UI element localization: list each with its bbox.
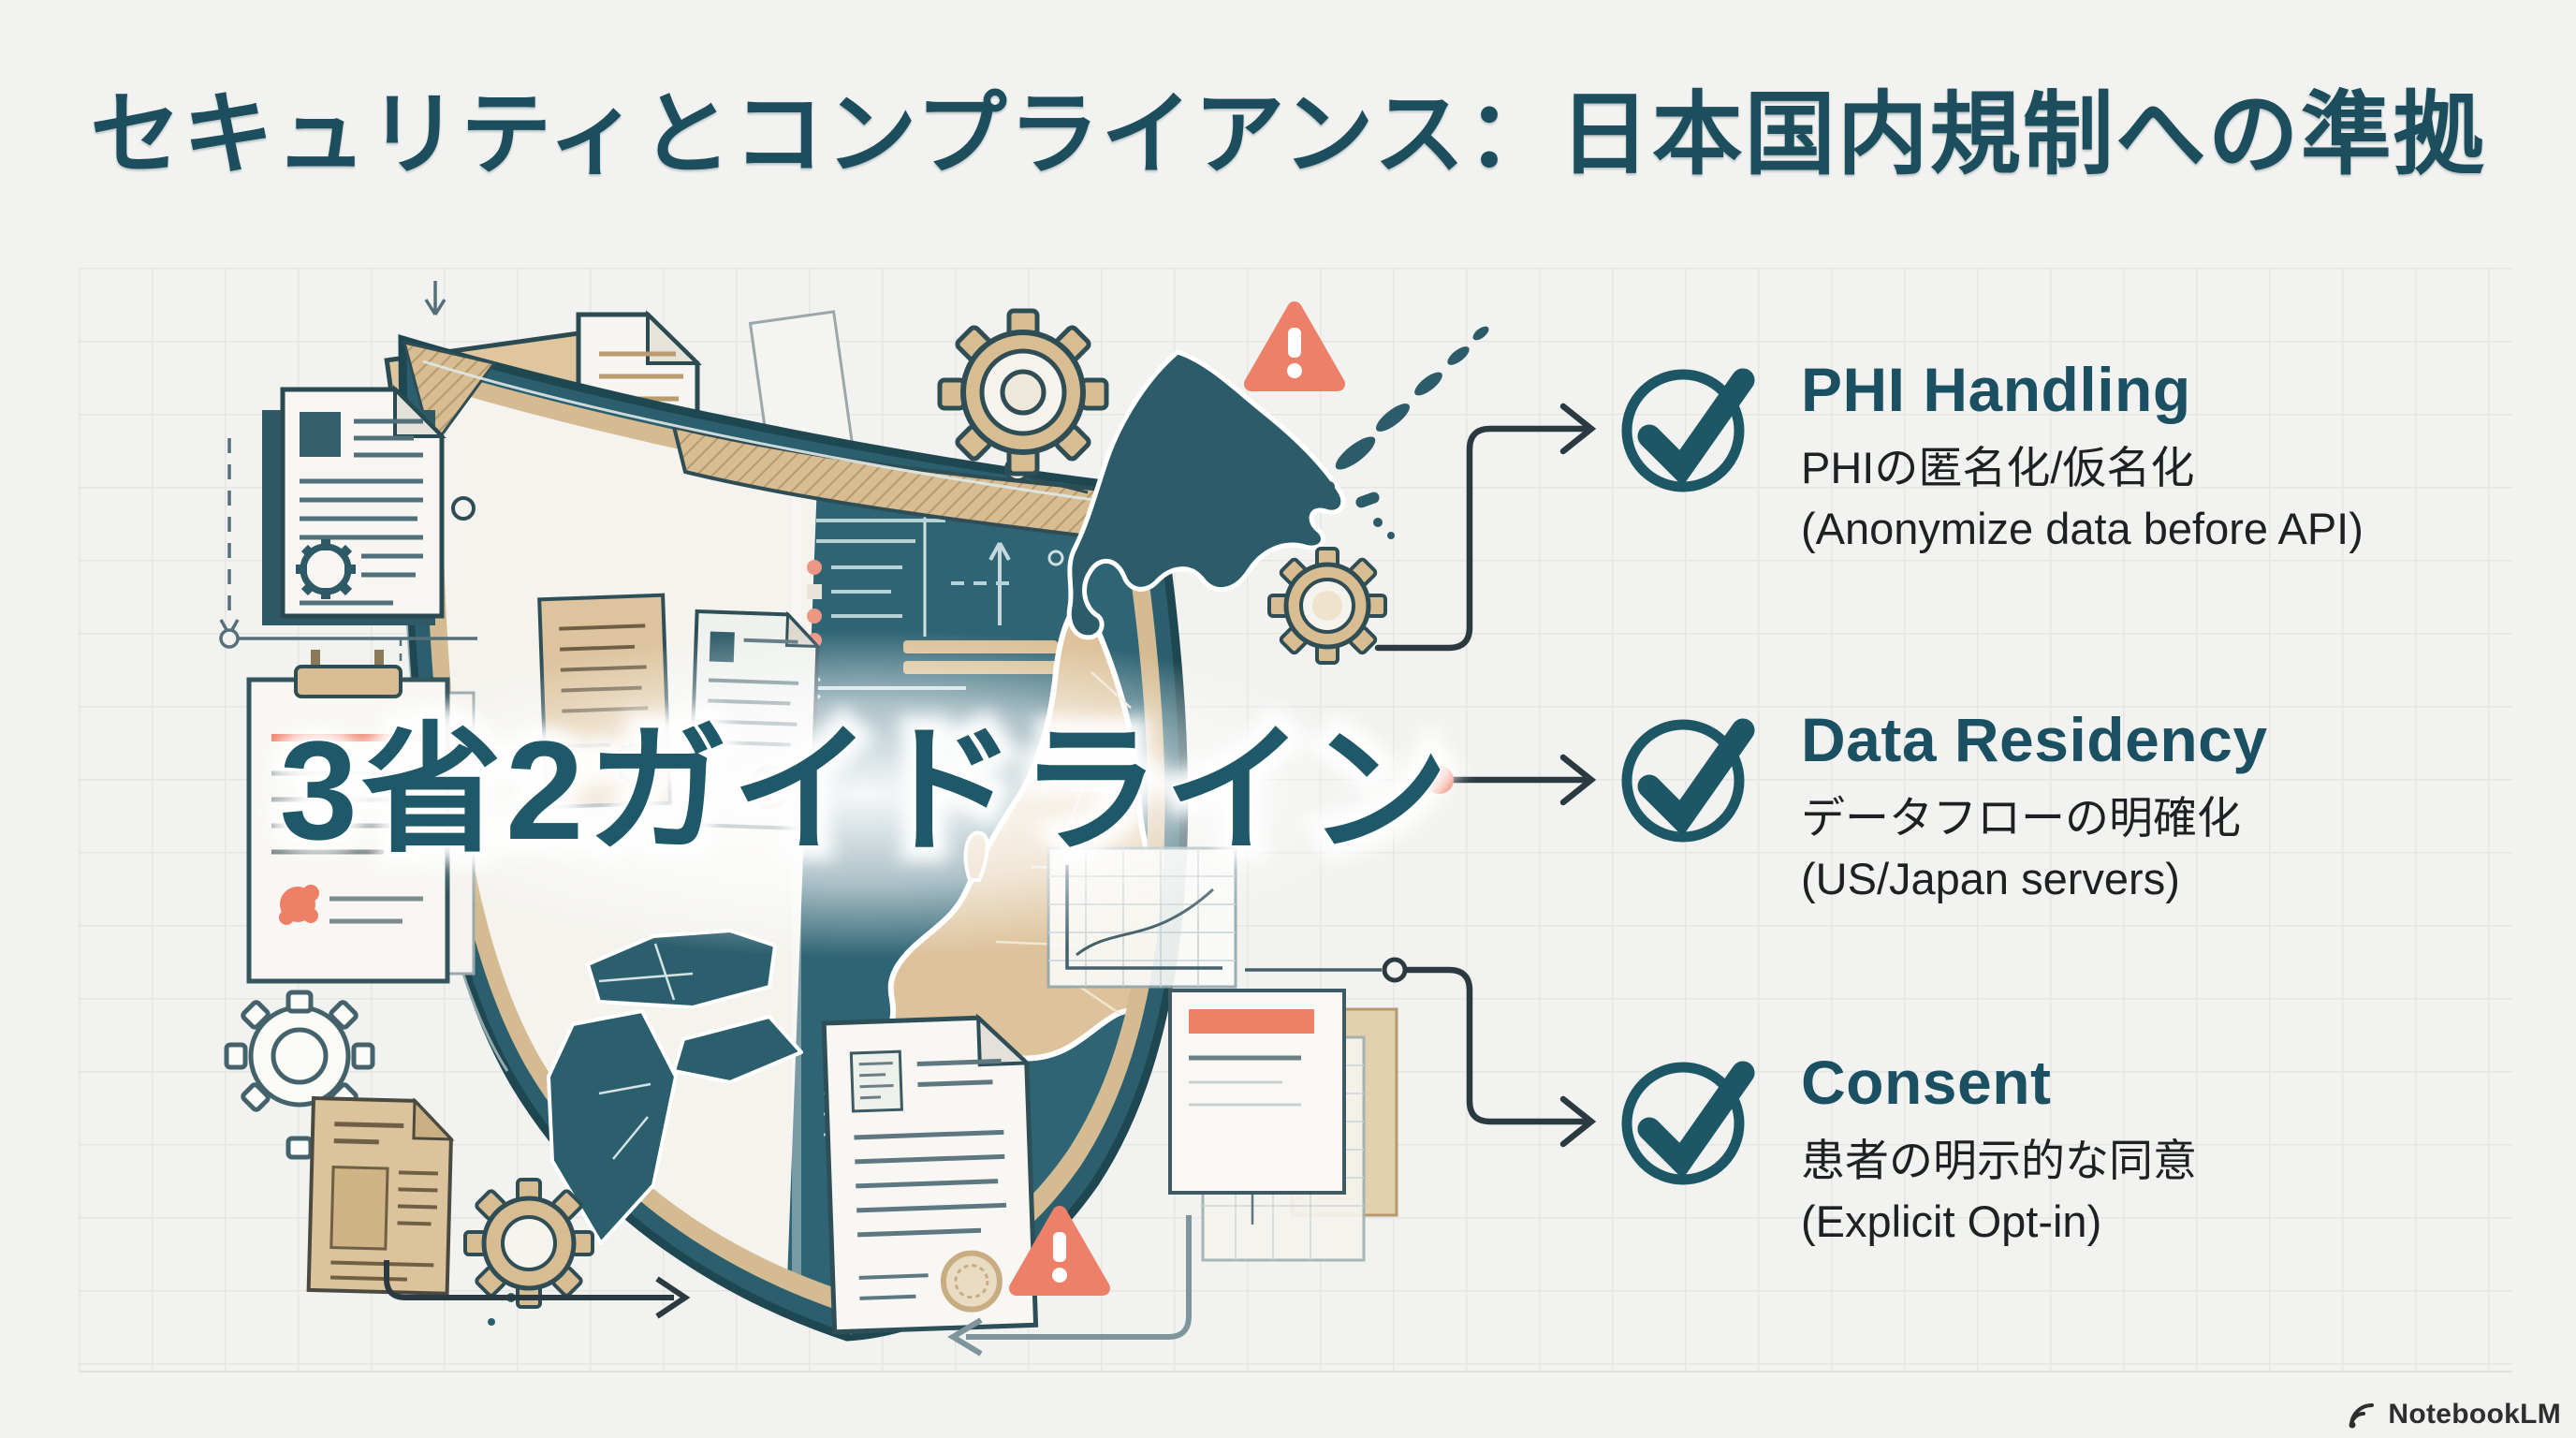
shield-compliance-illustration: 3省2ガイドライン 3省2ガイドライン: [219, 281, 1597, 1357]
brand-footer: NotebookLM: [2347, 1399, 2561, 1431]
item-subtitle-en: (US/Japan servers): [1801, 853, 2180, 903]
check-circle-icon: [1621, 368, 1755, 492]
gear-icon-bottom: [463, 1178, 594, 1309]
check-circle-icon: [1621, 718, 1755, 843]
bottom-arrows: [384, 1215, 1192, 1357]
notebooklm-logo-icon: [2349, 1403, 2375, 1429]
warning-icon-bottom: [1009, 1206, 1110, 1296]
item-title: Data Residency: [1801, 705, 2268, 774]
gear-glyph-icon: [296, 539, 423, 599]
document-icon-white-gear: [262, 385, 446, 625]
salmon-seal-blob: [279, 885, 319, 925]
brand-name: NotebookLM: [2388, 1399, 2561, 1430]
gear-icon-right: [1267, 547, 1387, 665]
check-circle-icon: [1621, 1061, 1755, 1185]
center-glow: [332, 630, 1399, 958]
gear-icon-outline: [224, 990, 375, 1160]
item-subtitle-jp: PHIの匿名化/仮名化: [1801, 442, 2195, 492]
gear-icon-top: [937, 308, 1109, 477]
connector-arrows: [1374, 403, 1597, 1148]
list-item-data-residency: Data Residency データフローの明確化 (US/Japan serv…: [1616, 704, 2268, 910]
list-item-consent: Consent 患者の明示的な同意 (Explicit Opt-in): [1616, 1047, 2197, 1253]
item-title: PHI Handling: [1801, 355, 2191, 424]
certificate-document-icon: [821, 1013, 1039, 1335]
document-icon-salmon-header: [1168, 989, 1346, 1195]
warning-icon-top: [1244, 301, 1345, 391]
item-subtitle-en: (Explicit Opt-in): [1801, 1196, 2102, 1246]
kuril-islands: [1309, 326, 1489, 539]
hollow-node-dot: [1382, 957, 1408, 983]
shield-center-label-glow: 3省2ガイドライン: [280, 712, 1453, 869]
item-subtitle-en: (Anonymize data before API): [1801, 503, 2364, 553]
document-icon-tan-block: [306, 1095, 455, 1296]
page-title: セキュリティとコンプライアンス：日本国内規制への準拠: [90, 83, 2486, 185]
shield-center-label: 3省2ガイドライン: [280, 712, 1453, 869]
japan-map-hokkaido: [1066, 326, 1489, 640]
item-subtitle-jp: 患者の明示的な同意: [1801, 1135, 2197, 1185]
item-title: Consent: [1801, 1048, 2052, 1117]
list-item-phi-handling: PHI Handling PHIの匿名化/仮名化 (Anonymize data…: [1616, 354, 2364, 560]
item-subtitle-jp: データフローの明確化: [1801, 792, 2241, 843]
salmon-node-dot: [1426, 766, 1454, 794]
flow-guides: [219, 281, 477, 678]
